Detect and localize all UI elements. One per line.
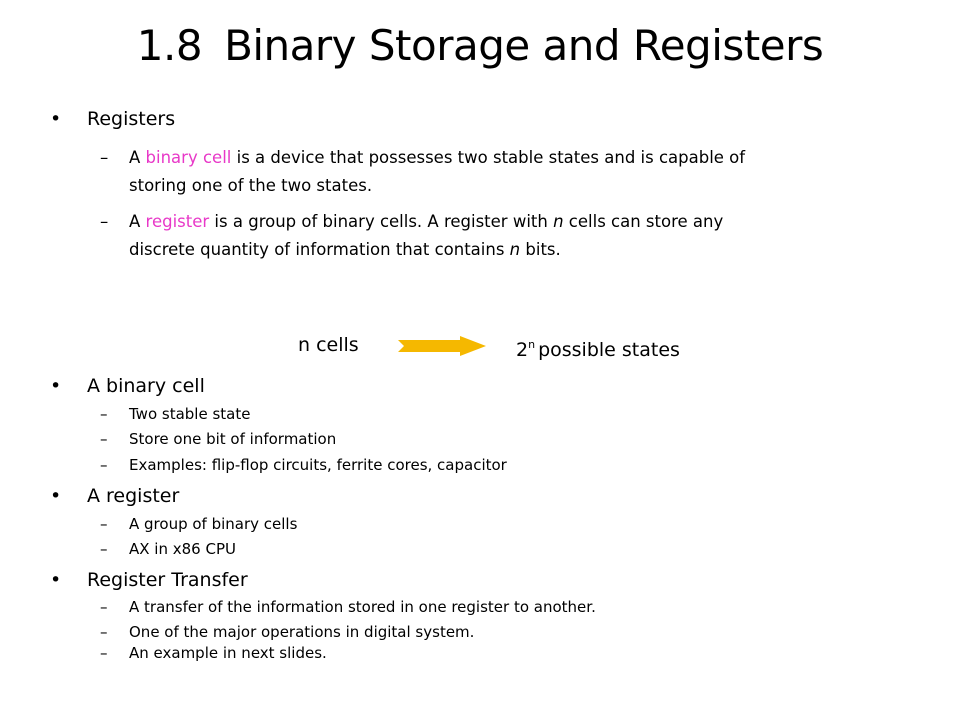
slide-title-text: Binary Storage and Registers <box>224 21 824 70</box>
bullet-heading: Register Transfer <box>87 569 248 591</box>
slide-title: 1.8 Binary Storage and Registers <box>0 18 960 74</box>
bullet-dot: • <box>50 569 62 591</box>
bullet-heading: A register <box>87 485 180 507</box>
slide-number: 1.8 <box>136 21 203 70</box>
sub-bullet-text: discrete quantity of information that co… <box>129 240 561 259</box>
sub-bullet-text: storing one of the two states. <box>129 176 373 195</box>
term-binary-cell: binary cell <box>145 148 232 167</box>
bullet-dot: • <box>50 375 62 397</box>
sub-bullet-dash: – <box>100 148 109 167</box>
diagram-left-label: n cells <box>298 334 359 356</box>
sub-bullet-text: A binary cell is a device that possesses… <box>129 148 746 167</box>
sub-bullet-text: A register is a group of binary cells. A… <box>129 212 724 231</box>
bullet-dot: • <box>50 108 62 130</box>
bullet-heading: Registers <box>87 108 176 130</box>
bullet-dot: • <box>50 485 62 507</box>
term-register: register <box>145 212 210 231</box>
right-arrow-icon <box>398 336 486 356</box>
sub-bullet-dash: – <box>100 212 109 231</box>
bullet-heading: A binary cell <box>87 375 205 397</box>
